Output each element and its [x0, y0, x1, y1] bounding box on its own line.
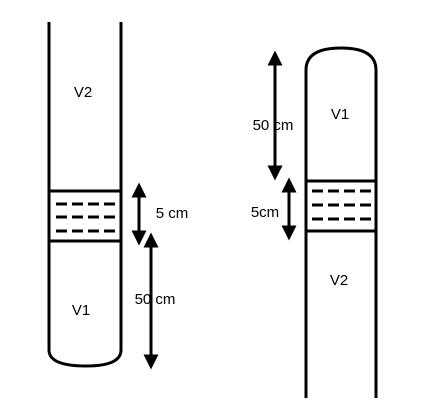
- right-tube-outline: [304, 46, 378, 398]
- left-liquid-height-label: 5 cm: [156, 205, 189, 222]
- left-tube: V2 V1 5 cm 50 cm: [47, 22, 189, 370]
- right-top-gas-label: V1: [331, 106, 349, 123]
- right-bottom-gas-label: V2: [330, 272, 348, 289]
- left-liquid-hatching: [56, 202, 115, 233]
- right-liquid-height-label: 5cm: [251, 204, 279, 221]
- right-top-column-label: 50 cm: [253, 117, 294, 134]
- right-liquid-hatching: [312, 189, 371, 221]
- left-bottom-column-label: 50 cm: [135, 291, 176, 308]
- left-tube-outline: [47, 22, 123, 368]
- left-bottom-gas-label: V1: [72, 302, 90, 319]
- left-top-gas-label: V2: [74, 84, 92, 101]
- right-tube: V1 V2 50 cm 5cm: [251, 46, 378, 398]
